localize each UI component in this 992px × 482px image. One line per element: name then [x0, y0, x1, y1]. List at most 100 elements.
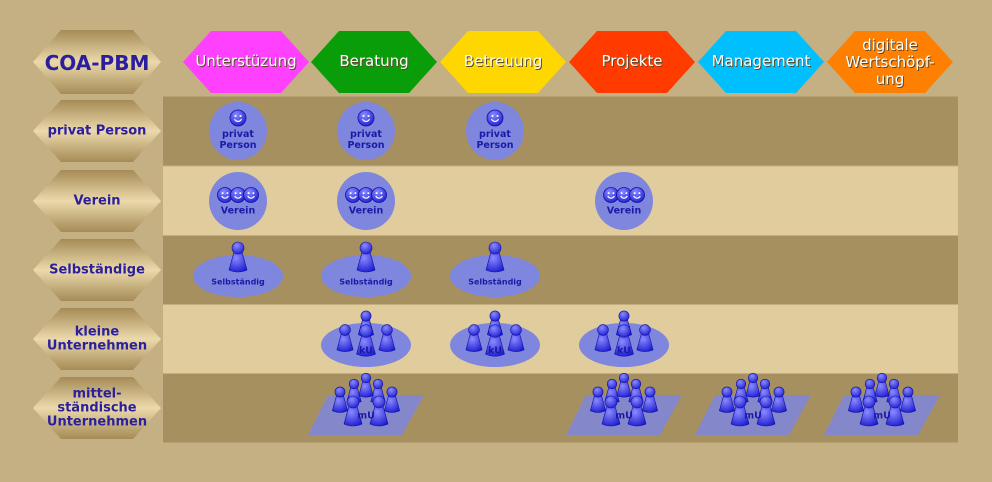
badge-label: kU [617, 346, 631, 357]
person-head-icon [348, 378, 360, 390]
smiley-mouth [633, 195, 641, 199]
column-hexagon [569, 31, 695, 93]
person-head-icon [902, 386, 914, 398]
badge-selbst: Selbständig [321, 241, 411, 297]
column-hexagon [440, 31, 566, 93]
smiley-eye [380, 192, 383, 195]
person-head-icon [888, 378, 900, 390]
badge-ellipse [321, 255, 411, 297]
column-label: ung [876, 70, 905, 88]
row-hexagon [33, 170, 161, 232]
person-head-icon [372, 378, 384, 390]
smiley-eye [612, 192, 615, 195]
person-figure-icon [356, 334, 376, 357]
column-label: digitale [862, 36, 918, 54]
column-label-shadow: digitale [863, 37, 919, 55]
smiley-icon [229, 109, 247, 127]
person-head-icon [604, 395, 618, 409]
smiley-eye [496, 114, 499, 118]
person-head-icon [468, 324, 480, 336]
person-figure-icon [874, 380, 890, 398]
column-label: Beratung [339, 52, 408, 70]
person-head-icon [488, 241, 502, 255]
person-head-icon [630, 378, 642, 390]
badge-ku: kU [321, 310, 411, 367]
person-head-icon [360, 372, 372, 384]
person-head-icon [386, 386, 398, 398]
row-label: Verein [73, 194, 120, 209]
badge-ellipse [450, 255, 540, 297]
corner-header: COA-PBM [33, 30, 161, 94]
column-label-shadow: Unterstüzung [196, 53, 297, 71]
badge-label: mU [873, 411, 891, 422]
row-band [163, 373, 958, 443]
badge-label: privat [479, 129, 511, 140]
person-head-icon [888, 395, 902, 409]
badge-label: mU [357, 411, 375, 422]
badge-label: Person [476, 140, 513, 151]
column-label-shadow: ung [877, 71, 906, 89]
row-band [163, 235, 958, 305]
person-head-icon [372, 395, 386, 409]
person-head-icon [862, 395, 876, 409]
badge-label: Verein [349, 206, 384, 217]
person-figure-icon [899, 395, 917, 413]
smiley-mouth [234, 195, 242, 199]
row-hexagon [33, 377, 161, 439]
badge-label: mU [615, 411, 633, 422]
column-label: Projekte [602, 52, 663, 70]
badge-label: mU [744, 411, 762, 422]
badge-selbst: Selbständig [193, 241, 283, 297]
person-head-icon [606, 378, 618, 390]
smiley-eye [362, 114, 365, 118]
smiley-mouth [247, 195, 255, 199]
person-head-icon [639, 324, 651, 336]
row-label: privat Person [48, 124, 147, 139]
column-hexagon [311, 31, 437, 93]
badge-mu: mU [566, 372, 682, 435]
person-figure-icon [885, 405, 905, 427]
person-figure-icon [627, 405, 647, 427]
person-head-icon [759, 378, 771, 390]
badge-circle [337, 102, 395, 160]
smiley-icon [629, 187, 645, 203]
badge-label: kU [359, 346, 373, 357]
person-head-icon [630, 395, 644, 409]
corner-hexagon [33, 30, 161, 94]
row-hexagon [33, 308, 161, 370]
person-head-icon [231, 241, 245, 255]
smiley-eye [633, 192, 636, 195]
person-head-icon [850, 386, 862, 398]
badge-label: privat [222, 129, 254, 140]
smiley-eye [234, 114, 237, 118]
smiley-mouth [362, 195, 370, 199]
column-hexagon [698, 31, 824, 93]
badge-mu: mU [308, 372, 424, 435]
smiley-mouth [233, 118, 243, 122]
smiley-eye [638, 192, 641, 195]
person-head-icon [359, 324, 373, 338]
person-figure-icon [730, 405, 750, 427]
smiley-eye [349, 192, 352, 195]
smiley-eye [354, 192, 357, 195]
person-head-icon [359, 241, 373, 255]
column-header: digitaleWertschöpf-ungdigitaleWertschöpf… [827, 31, 953, 93]
badge-mu: mU [695, 372, 811, 435]
person-head-icon [759, 395, 773, 409]
badge-verein: Verein [595, 172, 653, 230]
person-figure-icon [745, 380, 761, 398]
person-figure-icon [636, 333, 654, 352]
person-head-icon [864, 378, 876, 390]
person-figure-icon [465, 333, 483, 352]
person-figure-icon [378, 333, 396, 352]
smiley-eye [367, 114, 370, 118]
corner-label: COA-PBM [45, 51, 150, 75]
column-label-shadow: Wertschöpf- [846, 54, 935, 72]
person-head-icon [733, 395, 747, 409]
person-head-icon [644, 386, 656, 398]
